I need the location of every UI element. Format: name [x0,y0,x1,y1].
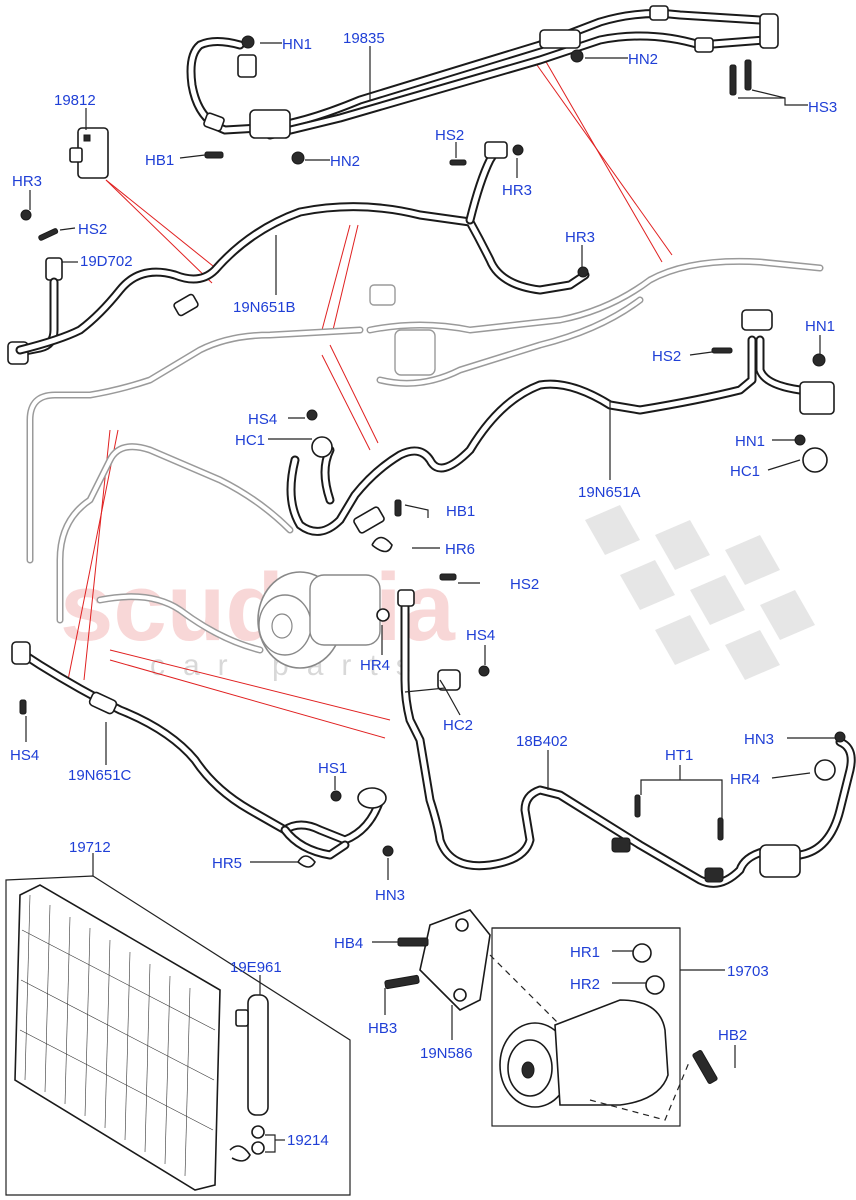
bolt-icon [204,151,224,159]
label-19712: 19712 [69,839,111,856]
label-hb2: HB2 [718,1027,747,1044]
compressor-ghost-icon [257,571,381,669]
label-hb1-mid: HB1 [446,503,475,520]
label-hn2-mid: HN2 [330,153,360,170]
label-19n651c: 19N651C [68,767,132,784]
nut-icon [570,49,584,63]
reference-lines [67,57,673,739]
label-hn3-lower: HN3 [375,887,405,904]
label-hs4-left: HS4 [10,747,39,764]
label-19812: 19812 [54,92,96,109]
label-hr3-right: HR3 [565,229,595,246]
label-hs1: HS1 [318,760,347,777]
label-19835: 19835 [343,30,385,47]
label-hn1-right: HN1 [805,318,835,335]
receiver-drier-icon [247,994,269,1116]
compressor-19703 [489,927,718,1127]
label-hn1-top: HN1 [282,36,312,53]
pressure-block-icon [799,381,835,415]
label-hc1-mid: HC1 [235,432,265,449]
label-hs2-lower: HS2 [510,576,539,593]
filter-drier-icon [759,844,801,878]
label-hr2: HR2 [570,976,600,993]
label-hb4: HB4 [334,935,363,952]
bolt-icon [384,974,420,990]
label-hn2-top: HN2 [628,51,658,68]
label-hn1-right2: HN1 [735,433,765,450]
label-19n651a: 19N651A [578,484,641,501]
leader-lines [25,42,835,1153]
hose-end-fitting [741,309,773,331]
label-19e961: 19E961 [230,959,282,976]
label-hr3-mid: HR3 [502,182,532,199]
label-hs2-mid: HS2 [435,127,464,144]
label-18b402: 18B402 [516,733,568,750]
ghost-hose-assembly [26,257,824,669]
nut-icon [241,35,255,49]
watermark: scuderia car parts [60,505,815,682]
watermark-logo-text: scuderia [60,554,455,661]
label-19n651b: 19N651B [233,299,296,316]
label-19d702: 19D702 [80,253,133,270]
condenser-19712 [5,875,351,1196]
label-19214: 19214 [287,1132,329,1149]
bolt-icon [729,64,737,96]
label-hb3: HB3 [368,1020,397,1037]
label-19n586: 19N586 [420,1045,473,1062]
o-ring-icon [645,975,665,995]
label-hr4-lower: HR4 [360,657,390,674]
label-hs4-mid: HS4 [248,411,277,428]
label-hc2: HC2 [443,717,473,734]
bolt-icon [692,1050,718,1084]
hose-18b402 [376,573,856,888]
hose-19n651c [11,641,394,868]
label-hs2-right: HS2 [652,348,681,365]
label-hb1-top: HB1 [145,152,174,169]
checkered-flag-icon [585,505,815,680]
hose-19n651b [15,141,590,355]
label-hs2-left: HS2 [78,221,107,238]
label-hc1-right: HC1 [730,463,760,480]
hose-19835 [186,5,779,140]
hose-19n651a [286,309,835,553]
bracket-19n586 [384,909,491,1011]
nut-icon [291,151,305,165]
label-hn3-right: HN3 [744,731,774,748]
part-labels: 19835 HN1 HN2 HS3 19812 HB1 HN2 HS2 HR3 … [10,30,837,1149]
label-hr3-left: HR3 [12,173,42,190]
bolt-icon [397,937,429,947]
label-19703: 19703 [727,963,769,980]
sensor-19812-icon [69,127,109,179]
hose-block-fitting [539,29,581,49]
label-hs4-lower: HS4 [466,627,495,644]
label-hs3-top: HS3 [808,99,837,116]
label-hr1: HR1 [570,944,600,961]
label-hr5: HR5 [212,855,242,872]
label-hr4-right: HR4 [730,771,760,788]
label-ht1: HT1 [665,747,693,764]
o-ring-icon [632,943,652,963]
label-hr6: HR6 [445,541,475,558]
bolt-icon [744,59,752,91]
top-fasteners [204,35,752,165]
